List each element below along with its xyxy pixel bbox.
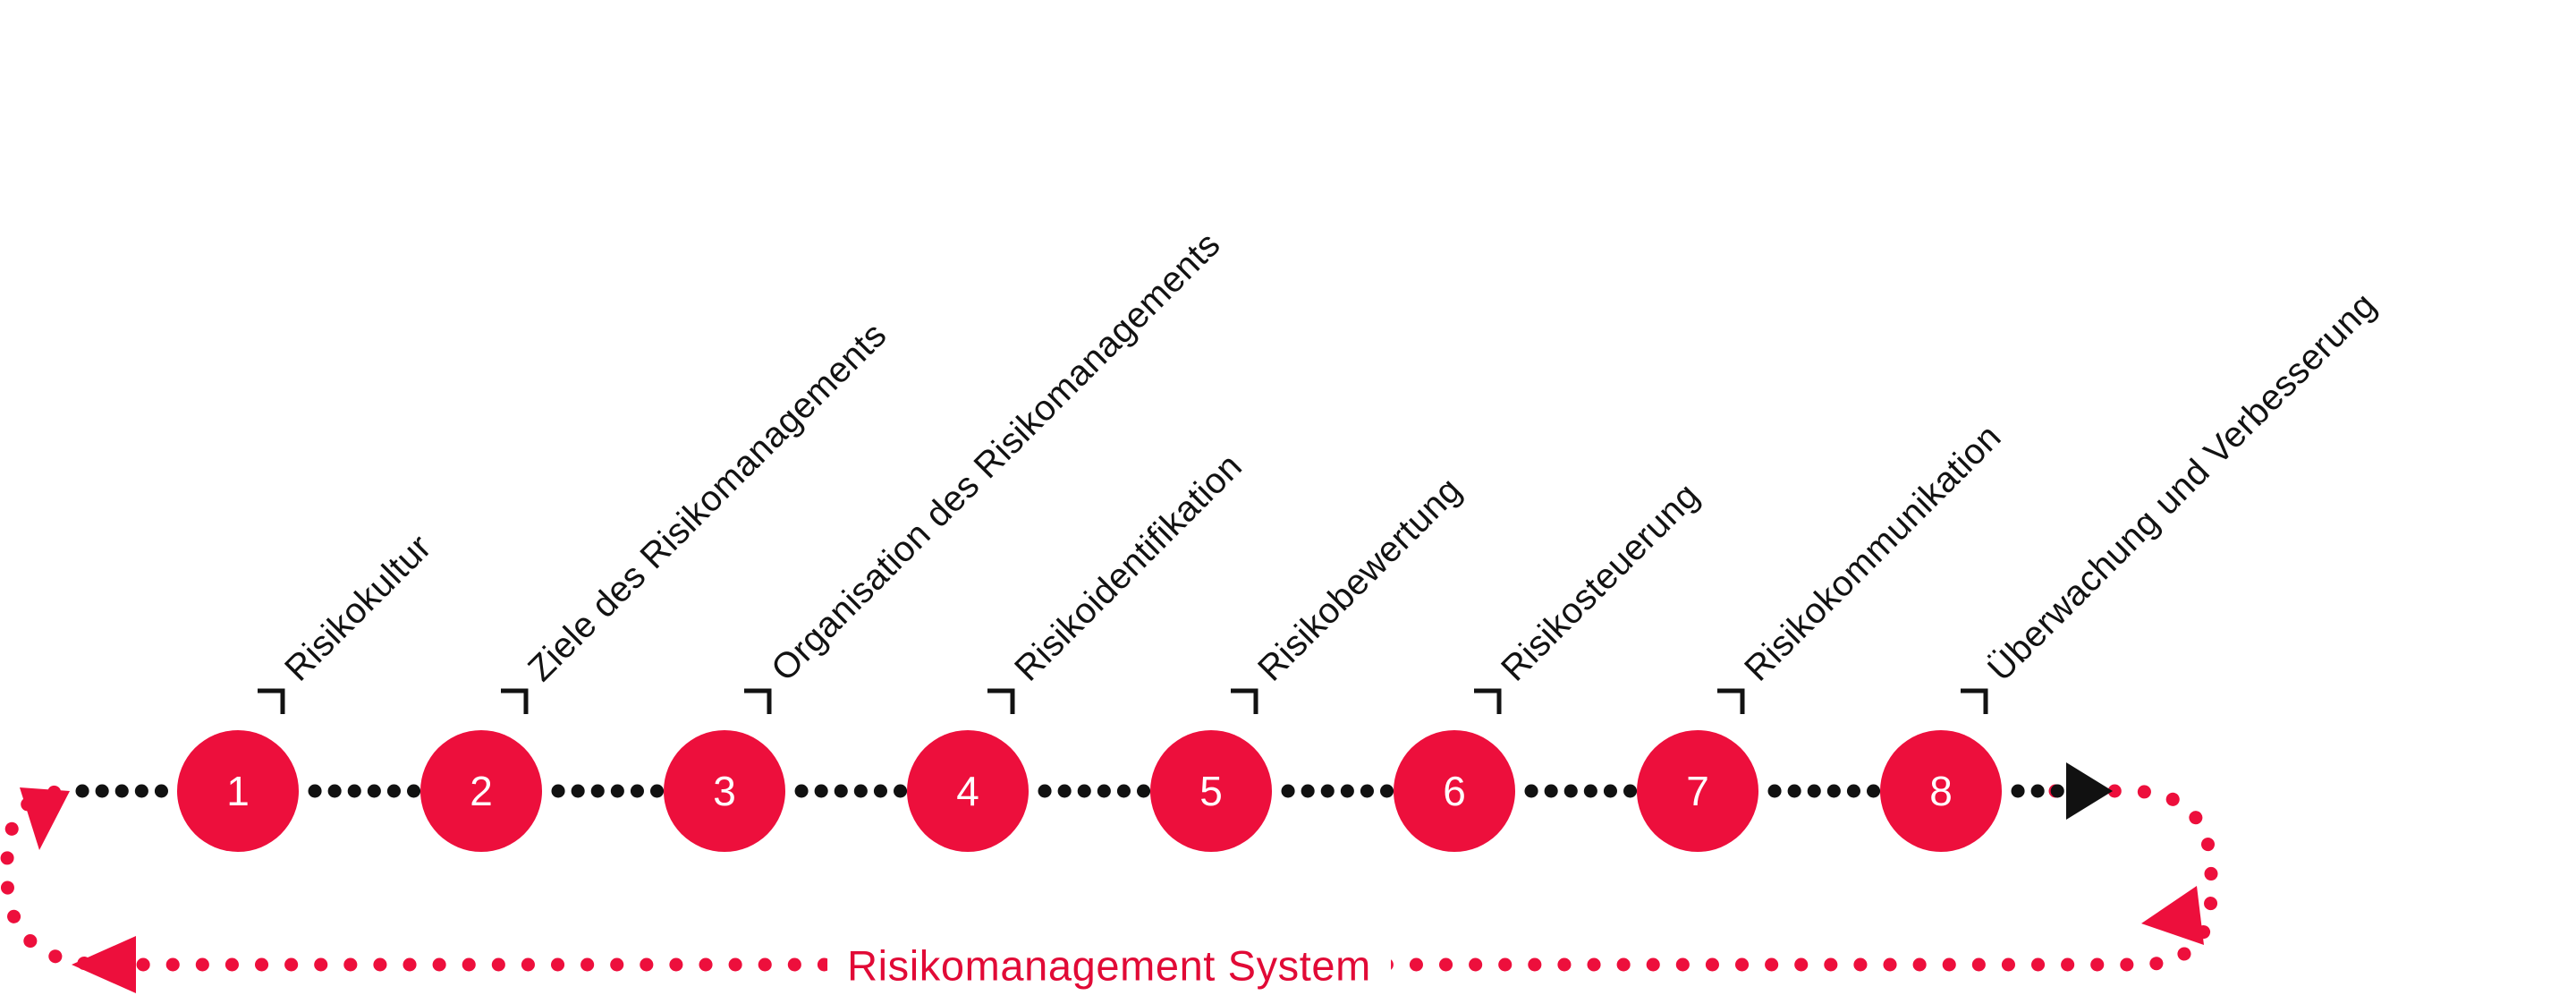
elbow-8 [1961, 691, 1986, 714]
loop-arrowhead-bottom-right [2141, 886, 2204, 945]
elbow-3 [744, 691, 769, 714]
step-circle-3[interactable]: 3 [664, 730, 785, 852]
step-circle-1[interactable]: 1 [177, 730, 299, 852]
flow-arrowhead-end [2066, 762, 2113, 820]
step-number-4: 4 [956, 768, 979, 814]
step-number-7: 7 [1686, 768, 1709, 814]
step-number-8: 8 [1929, 768, 1953, 814]
elbow-2 [501, 691, 526, 714]
elbow-6 [1474, 691, 1499, 714]
loop-arrowhead-bottom-left [72, 936, 136, 993]
step-number-3: 3 [713, 768, 736, 814]
loop-arrowhead-top-left [20, 787, 70, 850]
step-number-6: 6 [1443, 768, 1466, 814]
step-number-5: 5 [1199, 768, 1223, 814]
step-circle-4[interactable]: 4 [907, 730, 1029, 852]
elbow-5 [1231, 691, 1256, 714]
elbow-4 [987, 691, 1013, 714]
system-caption: Risikomanagement System [827, 940, 1391, 991]
step-number-2: 2 [470, 768, 493, 814]
step-circle-5[interactable]: 5 [1150, 730, 1272, 852]
step-circle-8[interactable]: 8 [1880, 730, 2002, 852]
cycle-loop-path [0, 784, 2218, 972]
step-circle-6[interactable]: 6 [1394, 730, 1515, 852]
elbow-1 [258, 691, 283, 714]
elbow-7 [1717, 691, 1742, 714]
step-circle-7[interactable]: 7 [1637, 730, 1758, 852]
label-elbow-connectors [258, 691, 1986, 714]
step-number-1: 1 [226, 768, 250, 814]
step-circle-2[interactable]: 2 [420, 730, 542, 852]
